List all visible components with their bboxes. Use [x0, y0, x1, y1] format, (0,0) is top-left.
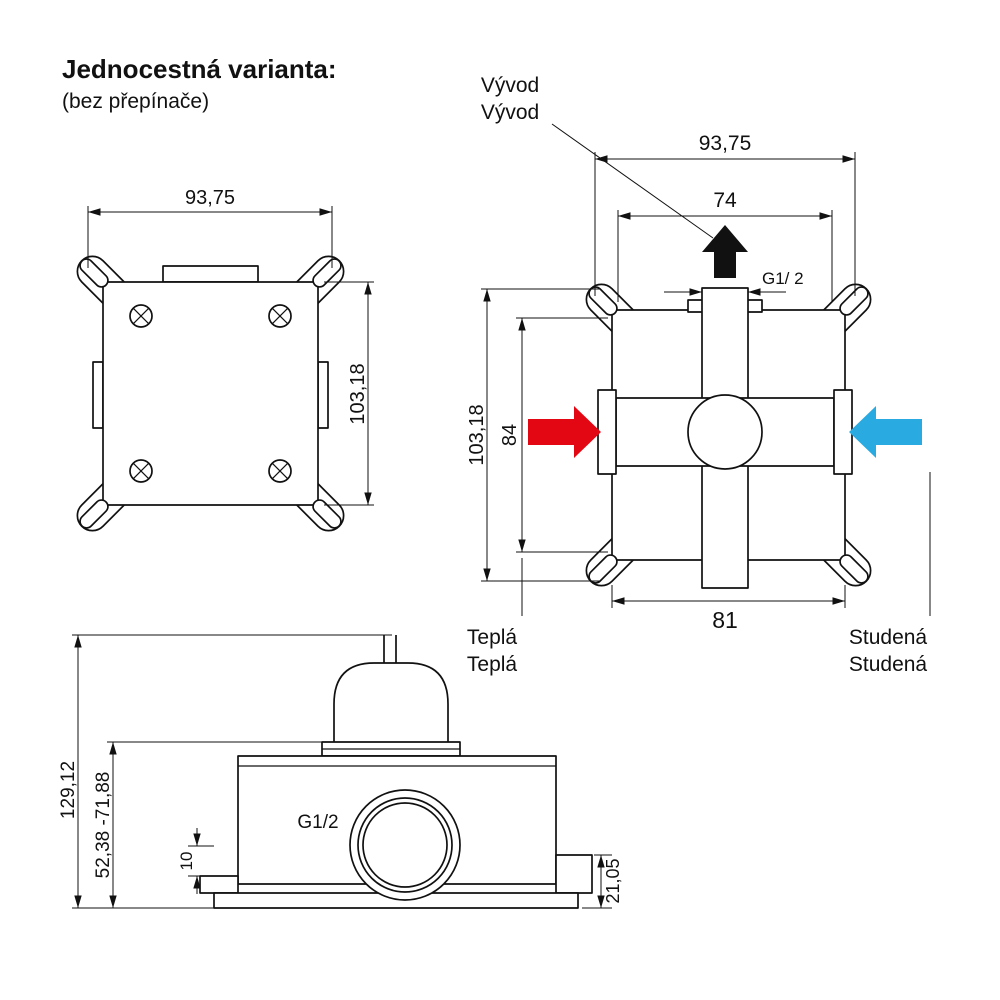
- slot-bottom-right: [312, 499, 342, 529]
- dimension-main-inner-height: 84: [499, 317, 608, 553]
- side-base-height-value: 21,05: [603, 858, 623, 903]
- hot-water-arrow-icon: [528, 406, 601, 458]
- outlet-arrow-icon: [702, 225, 748, 278]
- dimension-front-width: 93,75: [87, 187, 333, 268]
- main-inner-width-value: 74: [713, 189, 737, 212]
- left-step: [199, 875, 239, 894]
- screw-icon: [268, 304, 292, 328]
- left-tab: [92, 361, 104, 429]
- side-offset-value: 10: [177, 852, 196, 871]
- dimension-outlet-thread: G1/ 2: [664, 269, 804, 296]
- dimension-side-base-height: 21,05: [582, 854, 623, 909]
- dome-cap: [333, 662, 449, 742]
- thread-port-inner: [362, 802, 448, 888]
- right-tab: [317, 361, 329, 429]
- main-view: Vývod Vývod 93,75 74 G1/ 2 103,18: [466, 74, 931, 676]
- cold-label-1: Studená: [849, 626, 928, 649]
- dimension-main-overall-width: 93,75: [594, 132, 856, 296]
- outlet-label-1: Vývod: [481, 74, 539, 97]
- main-bottom-width-value: 81: [712, 607, 738, 633]
- right-step: [555, 854, 593, 894]
- dimension-main-bottom-width: 81: [611, 585, 846, 633]
- main-overall-width-value: 93,75: [699, 132, 752, 155]
- title-block: Jednocestná varianta: (bez přepínače): [62, 54, 337, 113]
- hot-label-1: Teplá: [467, 626, 518, 649]
- top-tab: [162, 265, 259, 283]
- slot-top-right: [839, 286, 869, 316]
- side-thread-label: G1/2: [297, 812, 338, 833]
- dimension-side-offset: 10: [177, 828, 214, 894]
- dimension-side-depth-range: 52,38 -71,88: [93, 741, 322, 908]
- slot-top-left: [79, 258, 109, 288]
- valve-ball: [687, 394, 763, 470]
- dimension-side-overall-height: 129,12: [58, 635, 82, 908]
- dimension-front-height: 103,18: [324, 281, 374, 506]
- slot-top-right: [312, 258, 342, 288]
- main-inner-height-value: 84: [499, 424, 521, 446]
- outlet-label-2: Vývod: [481, 101, 539, 124]
- side-overall-height-value: 129,12: [58, 761, 79, 819]
- hot-label-2: Teplá: [467, 653, 518, 676]
- cold-water-arrow-icon: [849, 406, 922, 458]
- screw-icon: [129, 304, 153, 328]
- main-overall-height-value: 103,18: [466, 404, 488, 465]
- dimension-main-overall-height: 103,18: [466, 288, 600, 582]
- outlet-leader-line: [551, 123, 714, 239]
- page-title: Jednocestná varianta:: [62, 54, 337, 84]
- dimension-main-inner-width: 74: [617, 189, 833, 302]
- front-view: 93,75 103,18: [76, 187, 374, 532]
- side-depth-range-value: 52,38 -71,88: [93, 772, 114, 879]
- slot-bottom-left: [79, 499, 109, 529]
- page-subtitle: (bez přepínače): [62, 90, 209, 113]
- front-width-value: 93,75: [185, 187, 235, 209]
- side-view: G1/2 129,12 52,38 -71,88 10 21,05: [58, 634, 623, 909]
- front-height-value: 103,18: [347, 363, 369, 424]
- screw-icon: [268, 459, 292, 483]
- main-thread-label: G1/ 2: [762, 269, 804, 288]
- screw-icon: [129, 459, 153, 483]
- cold-label-2: Studená: [849, 653, 928, 676]
